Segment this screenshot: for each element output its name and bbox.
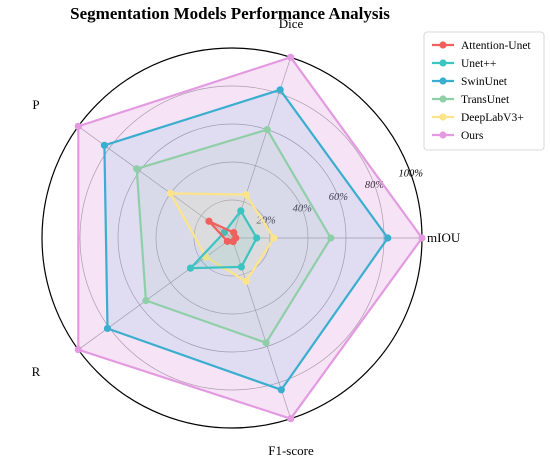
point-transunet-p: [133, 165, 141, 173]
point-transunet-dice: [263, 125, 271, 134]
point-unet-r: [186, 264, 195, 272]
series-attention-unet: [205, 217, 240, 246]
point-transunet-miou: [327, 234, 335, 242]
point-unet-f1-score: [237, 263, 245, 271]
series-area-unet: [189, 209, 258, 270]
legend-label: TransUnet: [461, 94, 510, 106]
point-attention-unet-p: [205, 217, 213, 225]
legend-label: Unet++: [461, 58, 496, 70]
legend-item-swinunet: SwinUnet: [432, 76, 508, 88]
point-deeplabv3-dice: [242, 191, 250, 199]
series-deeplabv3: [166, 189, 278, 285]
legend-marker: [439, 131, 447, 139]
series-area-deeplabv3: [169, 192, 275, 283]
radial-tick-label: 80%: [365, 180, 385, 191]
point-swinunet-r: [103, 324, 112, 333]
point-transunet-r: [142, 296, 150, 305]
point-attention-unet-dice: [230, 228, 238, 237]
legend-marker: [439, 77, 447, 85]
radial-tick-label: 100%: [398, 168, 423, 179]
legend-label: DeepLabV3+: [461, 112, 524, 124]
point-deeplabv3-miou: [270, 234, 278, 242]
series-area-ours: [77, 56, 424, 420]
legend-item-ours: Ours: [432, 130, 484, 142]
radial-tick-label: 60%: [329, 192, 349, 203]
chart-title: Segmentation Models Performance Analysis: [70, 4, 390, 23]
series-unet: [186, 207, 261, 272]
point-ours-r: [74, 346, 82, 354]
legend-item-attention-unet: Attention-Unet: [432, 40, 531, 52]
point-ours-dice: [287, 53, 295, 61]
legend-marker: [439, 95, 447, 103]
legend-item-transunet: TransUnet: [432, 94, 510, 106]
legend-marker: [439, 113, 447, 121]
point-transunet-f1-score: [262, 339, 270, 347]
legend-marker: [439, 59, 447, 67]
point-swinunet-miou: [384, 234, 392, 242]
legend-label: SwinUnet: [461, 76, 508, 88]
series-ours: [74, 53, 426, 423]
point-swinunet-p: [100, 141, 109, 149]
legend-item-deeplabv3: DeepLabV3+: [432, 112, 524, 124]
point-swinunet-dice: [276, 86, 284, 94]
series-swinunet: [100, 86, 392, 394]
legend-label: Ours: [461, 130, 484, 142]
point-ours-miou: [418, 234, 426, 242]
series-layer: [74, 53, 426, 423]
point-attention-unet-f1-score: [229, 238, 237, 246]
point-deeplabv3-p: [166, 189, 175, 197]
point-unet-dice: [237, 207, 245, 215]
axis-label-p: P: [32, 97, 39, 112]
axis-label-dice: Dice: [279, 16, 304, 31]
radial-tick-label: 40%: [293, 204, 313, 215]
legend-label: Attention-Unet: [461, 40, 531, 52]
axis-label-f1-score: F1-score: [268, 443, 314, 458]
point-attention-unet-r: [223, 237, 231, 245]
point-ours-f1-score: [287, 415, 295, 423]
axis-label-miou: mIOU: [427, 230, 461, 245]
point-ours-p: [74, 122, 82, 130]
point-deeplabv3-f1-score: [242, 277, 250, 285]
point-swinunet-f1-score: [277, 386, 285, 394]
radial-tick-label: 20%: [257, 215, 277, 226]
legend-item-unet: Unet++: [432, 58, 496, 70]
series-area-swinunet: [103, 88, 389, 391]
point-unet-p: [220, 228, 228, 237]
legend-marker: [439, 41, 447, 49]
point-unet-miou: [253, 234, 261, 242]
legend-box: [423, 31, 545, 151]
axis-label-r: R: [32, 364, 41, 379]
